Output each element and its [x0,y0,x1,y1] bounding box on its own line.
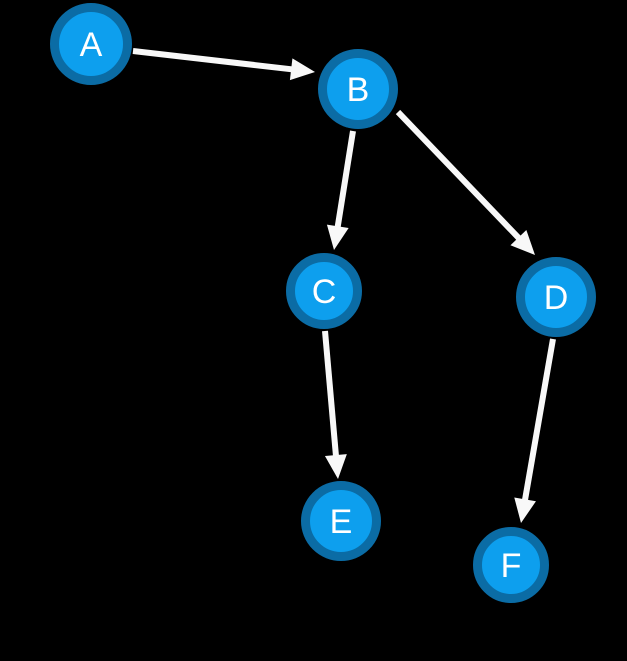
edge-line [322,330,340,459]
edge-b-d [395,109,535,255]
node-circle[interactable] [516,257,596,337]
edge-c-e [322,330,347,479]
graph-node-d[interactable]: D [516,257,596,337]
graph-node-e[interactable]: E [301,481,381,561]
edge-a-b [132,48,315,81]
graph-node-c[interactable]: C [286,253,362,329]
arrowhead-icon [326,224,349,250]
node-circle[interactable] [286,253,362,329]
node-label: C [312,273,337,311]
node-label: E [330,503,353,541]
edge-d-f [514,338,556,523]
edge-line [521,338,556,503]
arrowhead-icon [510,230,535,255]
nodes-layer: A B C D E F [50,3,596,603]
graph-node-a[interactable]: A [50,3,132,85]
node-circle[interactable] [50,3,132,85]
edge-line [132,48,295,73]
node-circle[interactable] [301,481,381,561]
edge-line [395,109,523,242]
edge-b-c [326,130,356,250]
node-label: A [80,26,103,64]
edge-line [334,130,356,230]
arrowhead-icon [289,58,315,81]
arrowhead-icon [324,454,347,479]
node-circle[interactable] [318,49,398,129]
graph-node-b[interactable]: B [318,49,398,129]
node-label: F [501,547,522,585]
node-label: D [544,279,569,317]
node-label: B [347,71,370,109]
edges-layer [132,48,556,523]
graph-node-f[interactable]: F [473,527,549,603]
arrowhead-icon [514,497,536,523]
node-circle[interactable] [473,527,549,603]
